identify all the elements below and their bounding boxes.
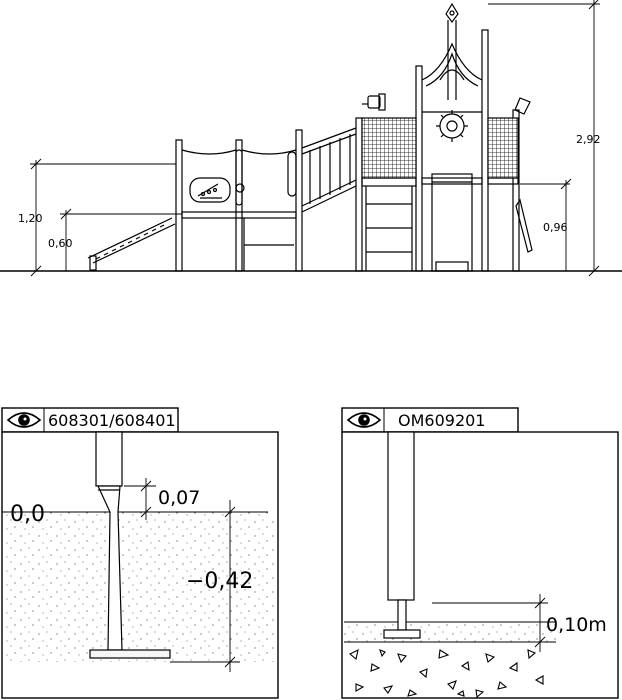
depth-label: −0,42 <box>186 569 253 594</box>
mesh-panel-right <box>487 117 519 179</box>
detail-right: OM609201 <box>341 407 619 699</box>
posts <box>175 29 520 272</box>
mesh-panel-left <box>361 117 417 179</box>
eye-icon <box>346 412 382 428</box>
tower-spire <box>421 2 483 100</box>
elevation-dimensions <box>30 0 600 277</box>
soil-fill <box>4 512 276 662</box>
dim-right-upper: 2,92 <box>576 133 601 146</box>
dim-left-upper: 1,20 <box>18 212 43 225</box>
detail-left-title: 608301/608401 <box>48 411 176 430</box>
post-base <box>383 431 421 639</box>
gravel-layer <box>349 648 544 699</box>
sand-layer <box>344 622 556 642</box>
detail-right-title: OM609201 <box>398 411 485 430</box>
layer-depth-label: 0,10m <box>546 614 607 636</box>
post-footing <box>89 431 171 659</box>
detail-left: 608301/608401 0,0 0,07 −0,42 <box>1 407 279 699</box>
steering-knob <box>235 183 245 193</box>
fireman-pole <box>515 198 533 253</box>
detail-right-header <box>341 407 519 433</box>
steering-wheel <box>436 110 468 142</box>
dim-right-lower: 0,96 <box>543 221 568 234</box>
tower-ladder <box>365 186 413 271</box>
abacus-panel <box>189 177 231 203</box>
inclined-bridge <box>301 127 357 213</box>
eye-icon <box>6 412 42 428</box>
dim-left-lower: 0,60 <box>48 237 73 250</box>
offset-label: 0,07 <box>158 487 200 509</box>
panel-roofs <box>181 149 297 155</box>
detail-left-header <box>1 407 179 433</box>
playground-elevation <box>0 2 622 272</box>
detail-right-frame <box>341 431 619 699</box>
slide <box>431 173 473 272</box>
climbing-ramp <box>87 217 176 271</box>
ground-level-label: 0,0 <box>10 502 45 527</box>
crane-shovel <box>514 97 531 115</box>
telescope <box>362 93 386 111</box>
low-deck <box>181 211 297 219</box>
